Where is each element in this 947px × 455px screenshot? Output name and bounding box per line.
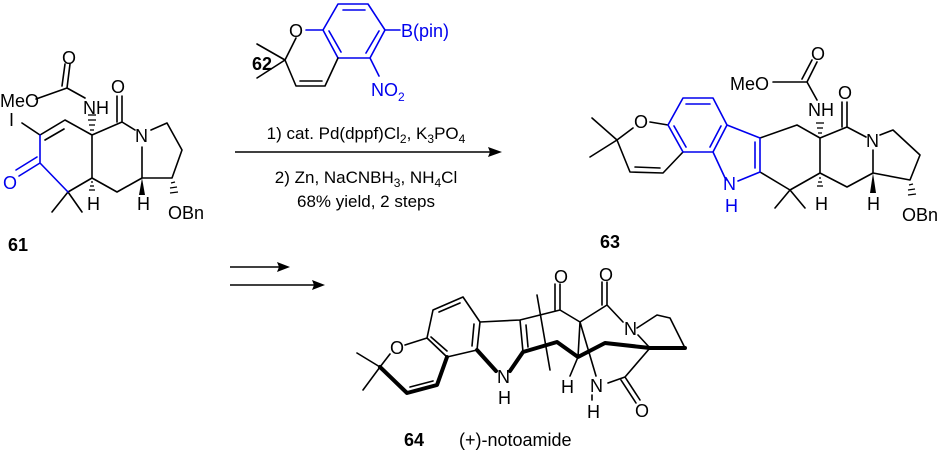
atom-h: H	[498, 388, 511, 408]
atom-obn: OBn	[902, 205, 938, 225]
compound-name: (+)-notoamide	[459, 430, 572, 450]
bonds	[21, 63, 183, 213]
atom-h: H	[725, 196, 738, 216]
atom-n: N	[624, 319, 637, 339]
highlighted-bonds	[305, 3, 401, 77]
atom-o: O	[554, 267, 568, 287]
atom-n: N	[866, 131, 879, 151]
compound-61: MeO O NH O I N O H H OBn 61	[0, 48, 204, 255]
atom-meo: MeO	[730, 74, 769, 94]
atom-o: O	[838, 83, 852, 103]
atom-nh: NH	[808, 100, 834, 120]
atom-o: O	[289, 21, 303, 41]
bold-wedge	[870, 173, 876, 193]
hashed-wedge	[816, 122, 917, 196]
atom-o: O	[111, 77, 125, 97]
atom-nh: NH	[83, 98, 109, 118]
compound-label: 64	[404, 430, 424, 450]
atom-o: O	[599, 265, 613, 285]
highlighted-bonds	[15, 134, 69, 193]
compound-label: 62	[252, 54, 272, 74]
atom-h: H	[587, 402, 600, 422]
atom-o: O	[635, 401, 649, 421]
reagent-line-3: 68% yield, 2 steps	[297, 192, 435, 211]
highlighted-bonds	[667, 97, 761, 182]
bonds	[589, 59, 921, 209]
atom-i: I	[9, 110, 14, 130]
reagent-line-2: 2) Zn, NaCNBH3, NH4Cl	[275, 168, 457, 190]
compound-62: O B(pin) NO2 62	[252, 3, 449, 104]
atom-n: N	[723, 174, 736, 194]
compound-label: 61	[8, 235, 28, 255]
reagent-line-1: 1) cat. Pd(dppf)Cl2, K3PO4	[267, 124, 466, 146]
compound-63: MeO O NH O N O N H H H OBn 63	[589, 44, 938, 252]
atom-n: N	[135, 126, 148, 146]
reaction-arrow	[235, 147, 502, 157]
atom-h: H	[137, 194, 150, 214]
atom-h: H	[561, 377, 574, 397]
hashed-wedge	[88, 114, 179, 194]
bonds	[256, 37, 339, 87]
bonds	[356, 281, 686, 404]
atom-n: N	[590, 376, 603, 396]
bold-bonds	[378, 340, 687, 395]
atom-h: H	[815, 194, 828, 214]
bold-wedge	[139, 178, 145, 195]
atom-o: O	[811, 44, 825, 64]
atom-meo: MeO	[0, 91, 39, 111]
atom-o: O	[3, 173, 17, 193]
atom-obn: OBn	[168, 203, 204, 223]
atom-n: N	[497, 367, 510, 387]
atom-h: H	[867, 194, 880, 214]
atom-no2: NO2	[371, 80, 405, 104]
atom-o: O	[390, 338, 404, 358]
compound-label: 63	[600, 232, 620, 252]
atom-o: O	[62, 48, 76, 68]
atom-bpin: B(pin)	[401, 21, 449, 41]
compound-64: O N H O O N H N H O 64 (+)-notoamide	[356, 265, 687, 450]
atom-h: H	[87, 194, 100, 214]
atom-o: O	[634, 112, 648, 132]
multistep-arrows	[230, 262, 325, 290]
